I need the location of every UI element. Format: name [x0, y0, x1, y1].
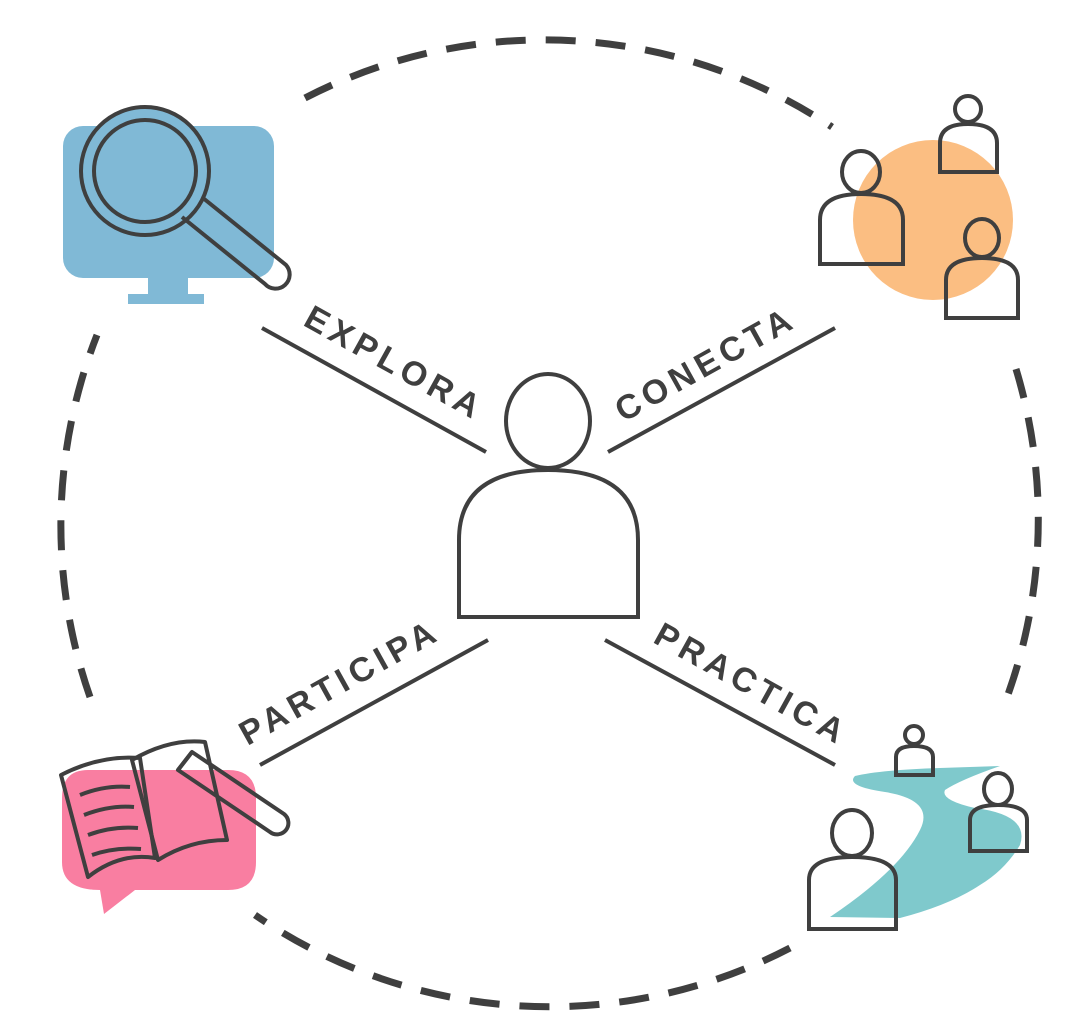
ring-arc-right: [1002, 367, 1042, 702]
spoke-participa: [259, 638, 489, 767]
monitor-magnifier-icon: [63, 105, 292, 304]
people-network-icon: [818, 94, 1020, 320]
spoke-explora: [261, 326, 487, 454]
spokes: [259, 326, 836, 767]
dashed-cycle-ring: [57, 36, 1042, 1011]
spoke-conecta: [607, 326, 836, 454]
spoke-practica: [604, 638, 836, 767]
ring-arc-bottom: [253, 912, 792, 1011]
ring-arc-top: [303, 36, 834, 130]
people-path-icon: [807, 724, 1029, 931]
monitor-neck: [148, 278, 188, 296]
monitor-base: [128, 294, 204, 304]
label-practica: PRACTICA: [648, 615, 855, 753]
winding-path: [830, 766, 1022, 918]
label-conecta: CONECTA: [609, 299, 803, 429]
ring-arc-left: [57, 333, 101, 699]
person-icon: [457, 372, 640, 619]
book-pencil-icon: [59, 739, 291, 914]
